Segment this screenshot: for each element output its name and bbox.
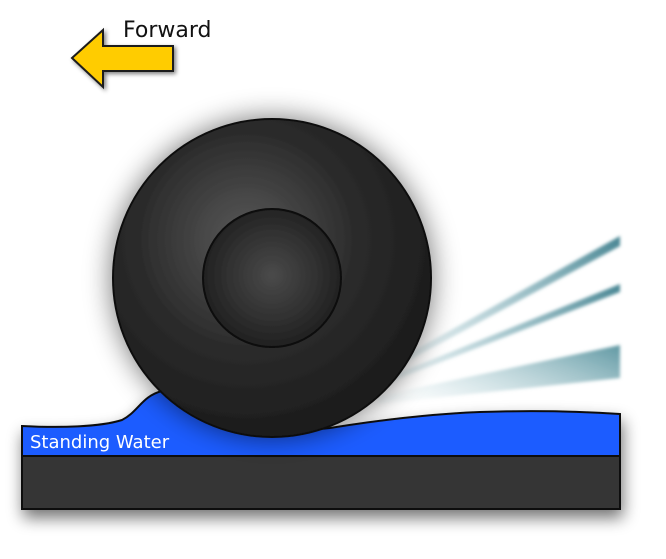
spray-streak-2 <box>381 284 620 384</box>
road-surface <box>21 455 621 510</box>
tire-icon <box>112 118 432 438</box>
left-arrow-icon <box>70 27 174 90</box>
spray-streak-3 <box>378 345 620 404</box>
direction-label: Forward <box>123 18 211 43</box>
wheel-hub-icon <box>202 208 342 348</box>
water-spray <box>378 236 620 404</box>
ground-block <box>21 389 621 510</box>
water-label: Standing Water <box>30 432 170 453</box>
spray-streak-1 <box>390 236 620 368</box>
